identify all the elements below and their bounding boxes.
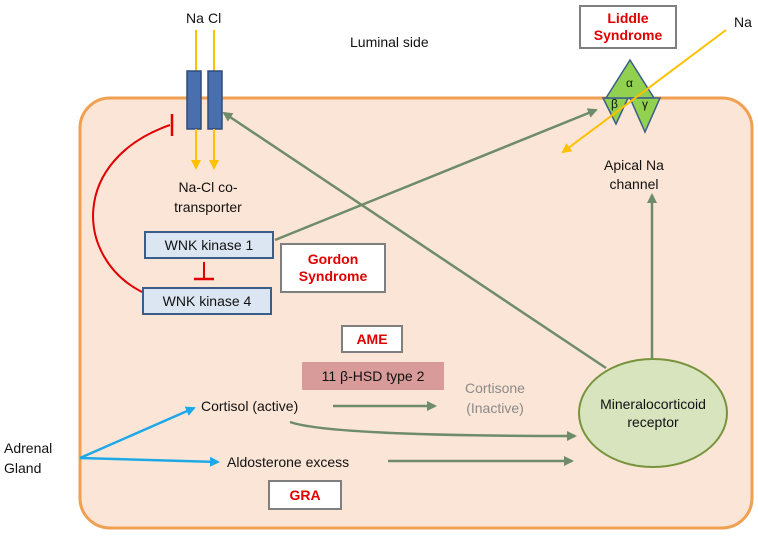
cortisone-label: Cortisone (Inactive) (440, 378, 550, 418)
gordon-line1: Gordon (307, 251, 359, 267)
cortisol-to-receptor-arrow (289, 420, 577, 441)
apical-na-influx-arrow (561, 29, 727, 154)
wnk-kinase-4-box: WNK kinase 4 (142, 287, 272, 315)
gra-box: GRA (268, 480, 342, 510)
mineral-line2: receptor (627, 414, 679, 430)
mineralocorticoid-receptor: Mineralocorticoid receptor (578, 358, 728, 468)
gamma-subunit-label: γ (642, 97, 648, 111)
aldosterone-label: Aldosterone excess (227, 454, 350, 470)
cortisone-line1: Cortisone (465, 380, 525, 396)
cl-label: Cl (208, 10, 222, 26)
mineral-line1: Mineralocorticoid (600, 396, 706, 412)
na-label: Na (186, 10, 204, 26)
adrenal-line2: Gland (4, 460, 42, 476)
cotransporter-line2: transporter (174, 199, 242, 215)
cotransporter-line1: Na-Cl co- (178, 179, 238, 195)
apical-line2: channel (609, 176, 659, 192)
wnk1-to-channel-arrow (274, 108, 598, 242)
na-cl-cotransporter-left (186, 70, 202, 130)
liddle-line1: Liddle (607, 10, 649, 26)
cortisone-line2: (Inactive) (466, 400, 524, 416)
adrenal-to-aldosterone-arrow (79, 456, 220, 467)
adrenal-to-cortisol-arrow (79, 406, 196, 460)
luminal-side-label: Luminal side (350, 34, 429, 50)
gordon-syndrome-box: Gordon Syndrome (280, 243, 386, 293)
cortisol-label: Cortisol (active) (201, 398, 299, 414)
receptor-to-cotransporter-arrow (222, 111, 607, 370)
apical-na-channel-label: Apical Na channel (586, 156, 682, 194)
gordon-line2: Syndrome (298, 268, 368, 284)
channel-subunit-gamma (628, 97, 662, 134)
alpha-subunit-label: α (626, 76, 633, 90)
apical-line1: Apical Na (604, 157, 664, 173)
ame-box: AME (341, 325, 403, 353)
beta-subunit-label: β (611, 97, 618, 111)
liddle-syndrome-box: Liddle Syndrome (579, 5, 677, 49)
adrenal-gland-label: Adrenal Gland (4, 438, 52, 478)
hsd-enzyme-box: 11 β-HSD type 2 (302, 362, 444, 390)
cotransporter-label: Na-Cl co- transporter (148, 177, 268, 217)
na-right-label: Na (734, 14, 752, 30)
liddle-line2: Syndrome (593, 27, 663, 43)
na-cl-cotransporter-right (207, 70, 223, 130)
wnk4-inhibits-cotransporter (92, 124, 171, 293)
adrenal-line1: Adrenal (4, 440, 53, 456)
wnk-kinase-1-box: WNK kinase 1 (144, 231, 274, 259)
